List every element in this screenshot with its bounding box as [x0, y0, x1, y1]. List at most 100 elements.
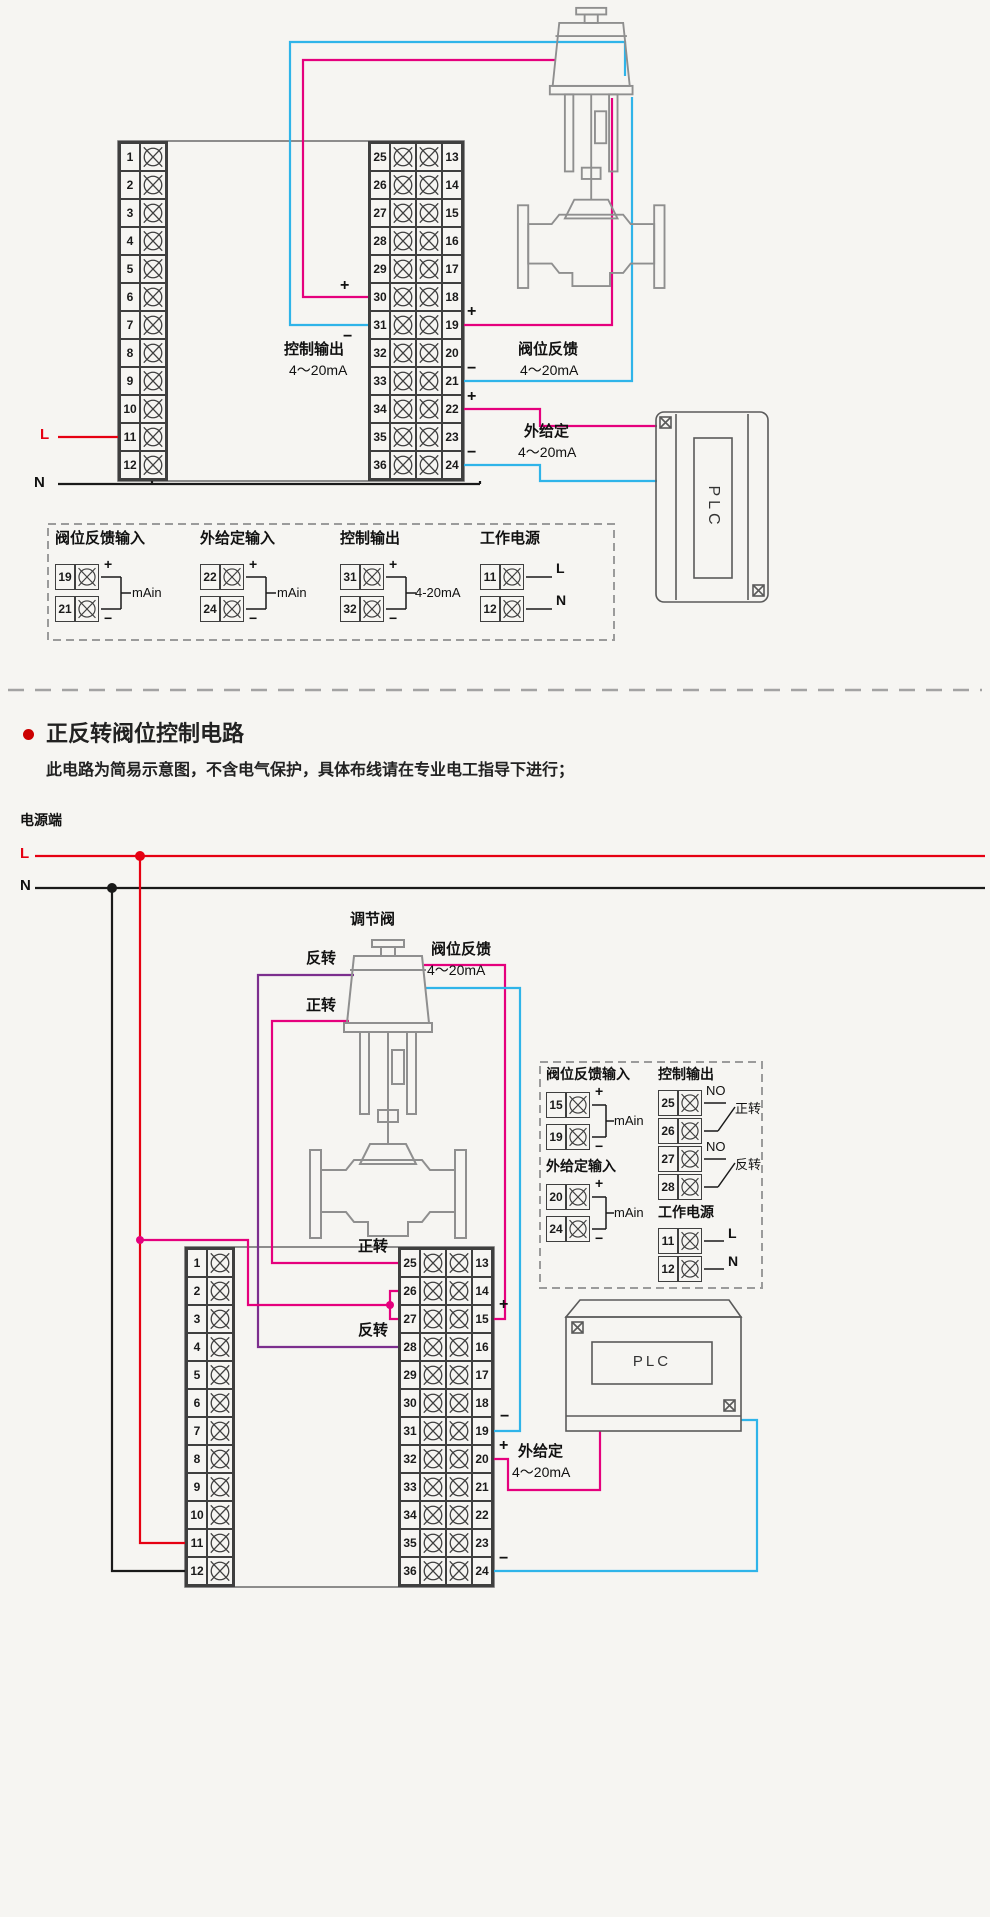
screw-terminal-icon [416, 367, 442, 395]
wire-setpoint-plus [464, 407, 657, 428]
screw-terminal-icon [420, 1445, 446, 1473]
screw-terminal-icon [446, 1529, 472, 1557]
terminal-row: 10 [120, 395, 166, 423]
wire-reverse [256, 973, 400, 1349]
terminal-number: 16 [472, 1333, 492, 1361]
screw-terminal-icon [446, 1473, 472, 1501]
terminal-number: 25 [370, 143, 390, 171]
legend-unit-label: mAin [277, 585, 307, 600]
terminal-number: 7 [187, 1417, 207, 1445]
screw-terminal-icon [416, 255, 442, 283]
screw-terminal-icon [416, 423, 442, 451]
plus-icon: + [467, 303, 477, 320]
legend-sign: − [249, 610, 258, 626]
terminal-number: 21 [472, 1473, 492, 1501]
wire-setpoint-minus [464, 463, 657, 483]
terminal-number: 34 [370, 395, 390, 423]
terminal-number: 22 [472, 1501, 492, 1529]
terminal-number: 28 [400, 1333, 420, 1361]
terminal-number: 30 [370, 283, 390, 311]
terminal-number: 13 [472, 1249, 492, 1277]
terminal-row: 9 [187, 1473, 233, 1501]
terminal-number: 12 [658, 1256, 678, 1282]
legend-terminal: 19 [55, 564, 99, 590]
legend-sign: − [389, 610, 398, 626]
terminal-number: 28 [370, 227, 390, 255]
terminal-number: 12 [480, 596, 500, 622]
screw-terminal-icon [416, 199, 442, 227]
terminal-number: 28 [658, 1174, 678, 1200]
terminal-number: 18 [442, 283, 462, 311]
terminal-row: 2 [120, 171, 166, 199]
screw-terminal-icon [390, 143, 416, 171]
terminal-number: 35 [370, 423, 390, 451]
terminal-number: 32 [340, 596, 360, 622]
terminal-number: 10 [187, 1501, 207, 1529]
live-label: L [20, 845, 30, 862]
terminal-number: 9 [187, 1473, 207, 1501]
legend-box-top [47, 523, 615, 641]
screw-terminal-icon [390, 227, 416, 255]
screw-terminal-icon [207, 1445, 233, 1473]
screw-terminal-icon [360, 596, 384, 622]
legend-sign: − [595, 1230, 604, 1246]
minus-icon: − [500, 1408, 510, 1425]
corner-screw-icon [571, 1321, 584, 1334]
neutral-label: N [20, 877, 31, 894]
minus-icon: − [467, 360, 477, 377]
junction-dot-relay [386, 1301, 394, 1309]
valve-label: 调节阀 [350, 911, 396, 928]
legend-sign: + [595, 1175, 604, 1191]
terminal-number: 24 [200, 596, 220, 622]
terminal-number: 15 [442, 199, 462, 227]
screw-terminal-icon [420, 1529, 446, 1557]
screw-terminal-icon [446, 1277, 472, 1305]
legend-terminal: 12 [658, 1256, 702, 1282]
screw-terminal-icon [416, 171, 442, 199]
screw-terminal-icon [390, 367, 416, 395]
terminal-number: 32 [370, 339, 390, 367]
terminal-number: 4 [120, 227, 140, 255]
legend-sign: + [595, 1083, 604, 1099]
terminal-number: 31 [400, 1417, 420, 1445]
screw-terminal-icon [140, 311, 166, 339]
legend-terminal: 25 [658, 1090, 702, 1116]
minus-icon: − [467, 444, 477, 461]
terminal-number: 22 [442, 395, 462, 423]
screw-terminal-icon [678, 1146, 702, 1172]
legend-terminal: 26 [658, 1118, 702, 1144]
legend-connector-lines [101, 576, 736, 1270]
terminal-row: 8 [187, 1445, 233, 1473]
section-title: 正反转阀位控制电路 [46, 721, 245, 746]
legend-sign: L [556, 560, 565, 576]
screw-terminal-icon [390, 311, 416, 339]
minus-icon: − [343, 328, 353, 345]
screw-terminal-icon [446, 1305, 472, 1333]
screw-terminal-icon [416, 143, 442, 171]
terminal-number: 33 [370, 367, 390, 395]
screw-terminal-icon [207, 1557, 233, 1585]
wire-forward [270, 1019, 400, 1265]
terminal-number: 27 [370, 199, 390, 227]
terminal-number: 29 [400, 1361, 420, 1389]
screw-terminal-icon [140, 451, 166, 479]
live-label: L [40, 426, 50, 443]
screw-terminal-icon [416, 227, 442, 255]
screw-terminal-icon [75, 564, 99, 590]
terminal-row: 1 [120, 143, 166, 171]
terminal-row: 4 [187, 1333, 233, 1361]
legend-terminal: 20 [546, 1184, 590, 1210]
section-subtitle: 此电路为简易示意图，不含电气保护，具体布线请在专业电工指导下进行； [46, 762, 575, 779]
terminal-number: 6 [120, 283, 140, 311]
screw-terminal-icon [207, 1389, 233, 1417]
